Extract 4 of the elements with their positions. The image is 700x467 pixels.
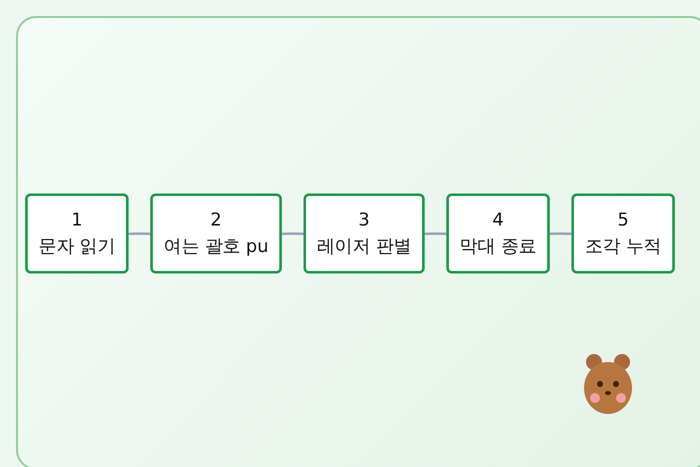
connector <box>280 232 306 236</box>
connector <box>424 232 448 236</box>
connector <box>548 232 574 236</box>
connector <box>128 232 152 236</box>
